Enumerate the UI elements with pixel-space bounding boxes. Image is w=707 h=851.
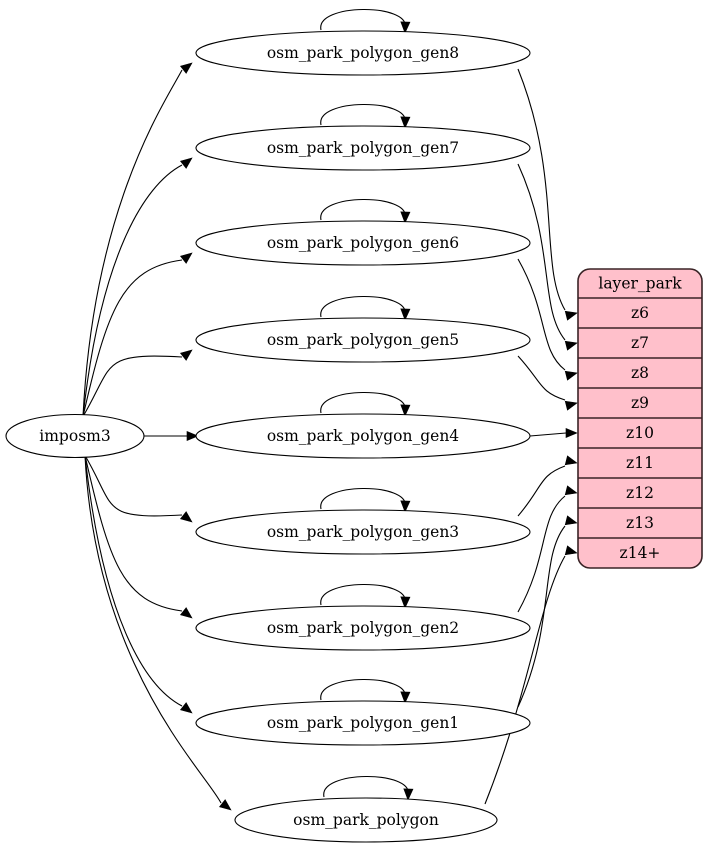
node-label-gen6: osm_park_polygon_gen6 <box>267 234 459 252</box>
node-label-gen3: osm_park_polygon_gen3 <box>267 523 459 541</box>
node-imposm3[interactable]: imposm3 <box>5 413 145 459</box>
edge-imposm3-gen3 <box>84 455 183 517</box>
self-loop-gen6 <box>320 199 406 221</box>
node-ellipse-imposm3[interactable] <box>5 413 145 459</box>
self-loop-gen4 <box>320 392 406 414</box>
edge-base-z14+ <box>484 555 566 805</box>
layer-row-z11[interactable]: z11 <box>626 454 654 472</box>
edge-gen5-z9 <box>517 355 566 401</box>
edge-arrow-gen6-z8 <box>564 370 578 381</box>
layer-row-z6[interactable]: z6 <box>631 304 649 322</box>
node-label-gen8: osm_park_polygon_gen8 <box>267 44 459 62</box>
node-label-gen7: osm_park_polygon_gen7 <box>267 139 459 157</box>
edge-arrow-imposm3-gen8 <box>179 62 193 74</box>
edge-imposm3-gen5 <box>82 355 183 417</box>
edge-imposm3-gen1 <box>84 455 183 707</box>
edge-arrow-gen7-z7 <box>564 340 578 351</box>
layer-row-z10[interactable]: z10 <box>626 424 654 442</box>
nodes-layer: imposm3 osm_park_polygon_gen8 osm_park_pol… <box>5 30 531 843</box>
node-ellipse-gen8[interactable] <box>195 30 531 76</box>
edge-arrow-gen4-z10 <box>565 427 578 439</box>
layer-row-z7[interactable]: z7 <box>631 334 649 352</box>
self-loop-gen5 <box>320 296 406 318</box>
edge-arrow-imposm3-gen2 <box>179 607 193 619</box>
node-gen5[interactable]: osm_park_polygon_gen5 <box>195 317 531 363</box>
edge-arrow-imposm3-gen1 <box>179 702 193 714</box>
node-ellipse-gen2[interactable] <box>195 605 531 651</box>
node-gen3[interactable]: osm_park_polygon_gen3 <box>195 509 531 555</box>
layer-park-table: layer_park z6 z7 z8 z9 z10 z11 z12 z13 z14+ <box>577 268 703 569</box>
edge-arrow-gen5-z9 <box>564 400 578 411</box>
edge-gen6-z8 <box>517 258 566 371</box>
edge-gen7-z7 <box>517 163 566 341</box>
self-loop-gen8 <box>320 9 406 31</box>
node-label-base: osm_park_polygon <box>293 811 439 829</box>
node-ellipse-gen5[interactable] <box>195 317 531 363</box>
node-base[interactable]: osm_park_polygon <box>234 797 498 843</box>
edge-imposm3-base <box>84 455 222 804</box>
edge-gen2-z12 <box>517 495 566 613</box>
node-gen4[interactable]: osm_park_polygon_gen4 <box>195 413 531 459</box>
node-label-gen4: osm_park_polygon_gen4 <box>267 427 459 445</box>
node-gen6[interactable]: osm_park_polygon_gen6 <box>195 220 531 266</box>
self-loop-gen3 <box>320 488 406 510</box>
self-loop-gen1 <box>320 679 406 701</box>
edge-arrow-imposm3-base <box>218 799 232 811</box>
self-loop-arrow-gen8 <box>400 21 411 34</box>
self-loop-arrow-gen1 <box>400 691 411 704</box>
self-loop-arrow-base <box>403 788 414 801</box>
layer-row-z8[interactable]: z8 <box>631 364 649 382</box>
node-gen7[interactable]: osm_park_polygon_gen7 <box>195 125 531 171</box>
node-ellipse-gen1[interactable] <box>195 700 531 746</box>
self-loop-arrow-gen6 <box>400 211 411 224</box>
layer-row-z12[interactable]: z12 <box>626 484 654 502</box>
self-loop-arrow-gen3 <box>400 500 411 513</box>
self-loop-base <box>323 776 409 798</box>
node-gen2[interactable]: osm_park_polygon_gen2 <box>195 605 531 651</box>
edge-arrow-gen2-z12 <box>564 485 578 496</box>
edge-arrow-gen8-z6 <box>564 310 578 321</box>
self-loop-arrow-gen2 <box>400 596 411 609</box>
edges-layer <box>82 9 578 811</box>
layer-row-z13[interactable]: z13 <box>626 514 654 532</box>
node-label-imposm3: imposm3 <box>39 427 110 445</box>
node-ellipse-gen6[interactable] <box>195 220 531 266</box>
edge-imposm3-gen2 <box>84 455 183 612</box>
edge-gen1-z13 <box>517 525 566 708</box>
node-ellipse-gen4[interactable] <box>195 413 531 459</box>
edge-imposm3-gen6 <box>82 259 183 417</box>
self-loop-gen7 <box>320 104 406 126</box>
node-gen8[interactable]: osm_park_polygon_gen8 <box>195 30 531 76</box>
edge-arrow-gen3-z11 <box>564 455 578 466</box>
self-loop-arrow-gen4 <box>400 404 411 417</box>
node-ellipse-gen3[interactable] <box>195 509 531 555</box>
edge-arrow-gen1-z13 <box>564 515 578 526</box>
edge-gen8-z6 <box>517 68 566 311</box>
edge-arrow-imposm3-gen3 <box>179 511 193 523</box>
edge-arrow-imposm3-gen7 <box>179 157 193 169</box>
node-ellipse-base[interactable] <box>234 797 498 843</box>
layer-row-z9[interactable]: z9 <box>631 394 649 412</box>
node-label-gen5: osm_park_polygon_gen5 <box>267 331 459 349</box>
node-label-gen1: osm_park_polygon_gen1 <box>267 714 459 732</box>
self-loop-gen2 <box>320 584 406 606</box>
edge-imposm3-gen7 <box>82 164 183 417</box>
edge-arrow-imposm3-gen6 <box>179 252 193 264</box>
edge-imposm3-gen8 <box>82 69 183 417</box>
self-loop-arrow-gen7 <box>400 116 411 129</box>
node-ellipse-gen7[interactable] <box>195 125 531 171</box>
edge-arrow-imposm3-gen5 <box>179 349 193 361</box>
layer-table-header: layer_park <box>598 275 682 293</box>
self-loop-arrow-gen5 <box>400 308 411 321</box>
edge-arrow-base-z14+ <box>564 545 578 556</box>
node-label-gen2: osm_park_polygon_gen2 <box>267 619 459 637</box>
edge-arrow-imposm3-gen4 <box>186 430 199 442</box>
layer-row-z14+[interactable]: z14+ <box>620 544 661 562</box>
node-gen1[interactable]: osm_park_polygon_gen1 <box>195 700 531 746</box>
edge-gen3-z11 <box>517 465 566 517</box>
edge-gen4-z10 <box>529 432 567 437</box>
